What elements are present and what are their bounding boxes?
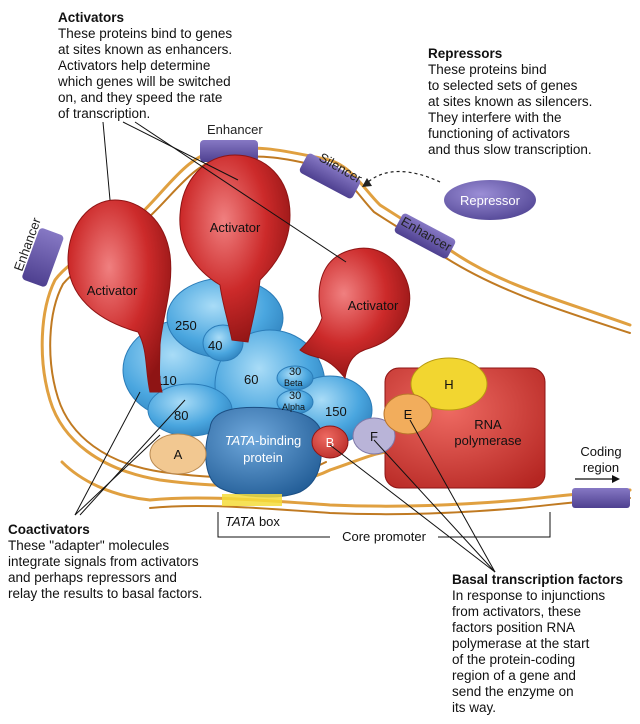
tbp-label-italic: TATA (225, 433, 255, 448)
factor-e: E (383, 393, 433, 435)
repressors-body: These proteins bind to selected sets of … (428, 62, 593, 157)
repressor-protein: Repressor (444, 180, 536, 220)
activators-body: These proteins bind to genes at sites kn… (58, 26, 233, 121)
activator-left: Activator (67, 199, 172, 393)
activator-right: Activator (299, 247, 411, 380)
tata-binding-protein: TATA-binding protein (205, 406, 323, 498)
svg-text:TATA-binding: TATA-binding (225, 433, 302, 448)
coding-region-line2: region (583, 460, 619, 475)
factor-a: A (149, 433, 207, 475)
basal-factors-title: Basal transcription factors (452, 572, 624, 587)
coactivators-body: These "adapter" molecules integrate sign… (8, 538, 203, 601)
factor-f: F (352, 417, 396, 455)
activator-left-label: Activator (87, 283, 138, 298)
repressors-title: Repressors (428, 46, 503, 61)
basal-factors-body: In response to injunctions from activato… (452, 588, 606, 715)
basal-factors-callout: Basal transcription factors In response … (452, 572, 637, 716)
tata-box-label-rest: box (255, 514, 280, 529)
subunit-250: 250 (175, 318, 197, 333)
rna-polymerase-line2: polymerase (454, 433, 521, 448)
subunit-40: 40 (208, 338, 222, 353)
svg-text:TATA box: TATA box (225, 514, 280, 529)
enhancer-right-band (394, 213, 456, 259)
subunit-30-beta-name: Beta (284, 378, 303, 388)
leader-lines (74, 121, 496, 573)
activators-callout: Activators These proteins bind to genes … (58, 10, 298, 122)
factor-e-label: E (404, 407, 413, 422)
subunit-80: 80 (174, 408, 188, 423)
subunit-150: 150 (325, 404, 347, 419)
activators-title: Activators (58, 10, 125, 25)
tata-box-highlight (222, 494, 282, 506)
tbp-label-line2: protein (243, 450, 283, 465)
coding-region-band (572, 488, 630, 508)
repressor-arrow (367, 171, 441, 183)
activator-right-label: Activator (348, 298, 399, 313)
factor-b-label: B (326, 435, 335, 450)
subunit-110: 110 (156, 373, 177, 388)
enhancer-left-band (22, 228, 64, 287)
rna-polymerase-line1: RNA (474, 417, 502, 432)
subunit-30-alpha-name: Alpha (282, 402, 305, 412)
repressor-arrowhead (362, 178, 372, 187)
enhancer-top-label: Enhancer (207, 122, 263, 137)
core-promoter-label: Core promoter (342, 529, 426, 544)
factor-a-label: A (174, 447, 183, 462)
activator-middle-label: Activator (210, 220, 261, 235)
factor-h: H (410, 357, 488, 411)
coding-region-arrowhead (612, 475, 620, 483)
factor-h-label: H (444, 377, 453, 392)
coactivators-title: Coactivators (8, 522, 90, 537)
repressors-callout: Repressors These proteins bind to select… (428, 46, 633, 158)
tata-box-label-italic: TATA (225, 514, 255, 529)
coding-region-line1: Coding (580, 444, 621, 459)
coactivators-callout: Coactivators These "adapter" molecules i… (8, 522, 268, 602)
subunit-60: 60 (244, 372, 258, 387)
repressor-label: Repressor (460, 193, 521, 208)
activator-middle: Activator (179, 154, 291, 343)
subunit-30-beta-num: 30 (289, 366, 301, 378)
subunit-30-alpha-num: 30 (289, 390, 301, 402)
factor-f-label: F (370, 429, 378, 444)
silencer-band (299, 153, 361, 199)
factor-b: B (311, 425, 349, 459)
tbp-label-rest: -binding (255, 433, 301, 448)
